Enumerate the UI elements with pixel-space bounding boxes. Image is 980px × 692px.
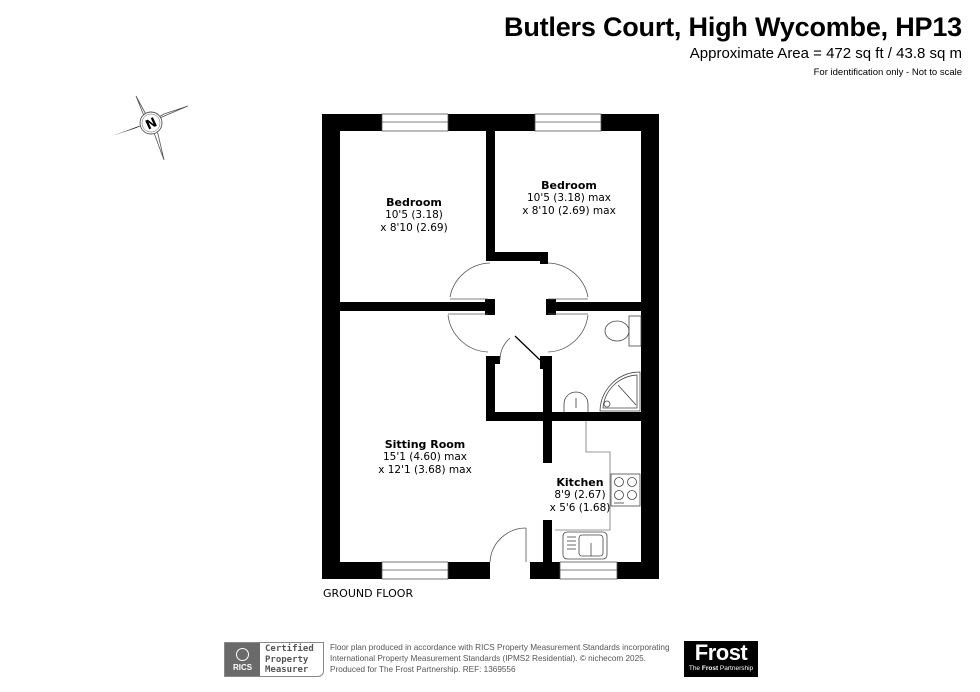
rics-emblem-icon [236,648,249,661]
room-label-bedroom-1: Bedroom 10'5 (3.18) x 8'10 (2.69) [380,196,448,234]
room-label-kitchen: Kitchen 8'9 (2.67) x 5'6 (1.68) [549,476,611,514]
rics-badge-text: Certified Property Measurer [265,644,314,675]
hob-icon [610,473,641,507]
north-compass-icon: N [112,95,189,161]
shower-tray-icon [599,371,641,412]
sink-icon [562,531,608,560]
toilet-icon [604,315,642,347]
walls [322,114,659,579]
rics-certified-badge: RICS Certified Property Measurer [224,642,324,677]
windows [381,113,618,580]
approximate-area: Approximate Area = 472 sq ft / 43.8 sq m [689,45,962,62]
door-swings [447,262,589,563]
wash-basin-icon [563,391,589,412]
scale-disclaimer: For identification only - Not to scale [813,67,962,78]
footer-statement: Floor plan produced in accordance with R… [330,643,670,674]
footer: RICS Certified Property Measurer Floor p… [224,641,764,679]
room-label-bedroom-2: Bedroom 10'5 (3.18) max x 8'10 (2.69) ma… [522,179,616,217]
room-label-sitting-room: Sitting Room 15'1 (4.60) max x 12'1 (3.6… [378,438,472,476]
rics-logo: RICS [225,643,260,676]
property-title: Butlers Court, High Wycombe, HP13 [504,12,962,42]
floor-label: GROUND FLOOR [323,587,414,600]
frost-partnership-logo: Frost The Frost Partnership [684,641,758,677]
